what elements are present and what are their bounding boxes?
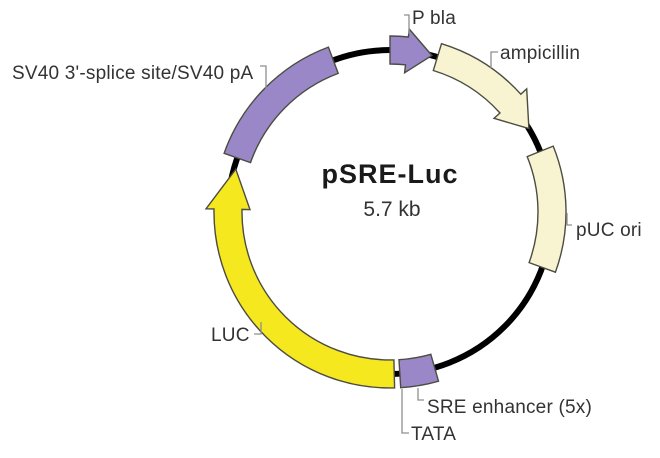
segment-p-bla-arrow xyxy=(389,27,433,75)
segment-ampicillin-arrow xyxy=(432,42,530,130)
label-sre-enhancer: SRE enhancer (5x) xyxy=(427,397,592,418)
plasmid-size: 5.7 kb xyxy=(363,198,421,221)
leader-luc xyxy=(254,322,262,335)
leader-puc-ori xyxy=(566,213,572,226)
plasmid-title: pSRE-Luc xyxy=(321,159,459,189)
label-luc: LUC xyxy=(211,325,250,346)
segment-sv40-splice-pa xyxy=(223,46,340,164)
label-sv40-splice-pa: SV40 3'-splice site/SV40 pA xyxy=(12,63,254,84)
label-puc-ori: pUC ori xyxy=(576,220,642,241)
leader-lines xyxy=(254,14,572,434)
segment-puc-ori xyxy=(526,145,567,274)
label-ampicillin: ampicillin xyxy=(500,43,581,64)
label-tata: TATA xyxy=(411,424,457,445)
leader-p-bla xyxy=(404,14,410,34)
leader-sv40 xyxy=(260,65,267,89)
label-p-bla: P bla xyxy=(412,8,456,29)
segment-luc-arrow xyxy=(204,167,396,389)
segment-sre-enhancer xyxy=(398,353,440,389)
leader-ampicillin xyxy=(490,51,498,68)
leader-sre-enhancer xyxy=(417,388,424,401)
leader-tata xyxy=(401,389,409,434)
